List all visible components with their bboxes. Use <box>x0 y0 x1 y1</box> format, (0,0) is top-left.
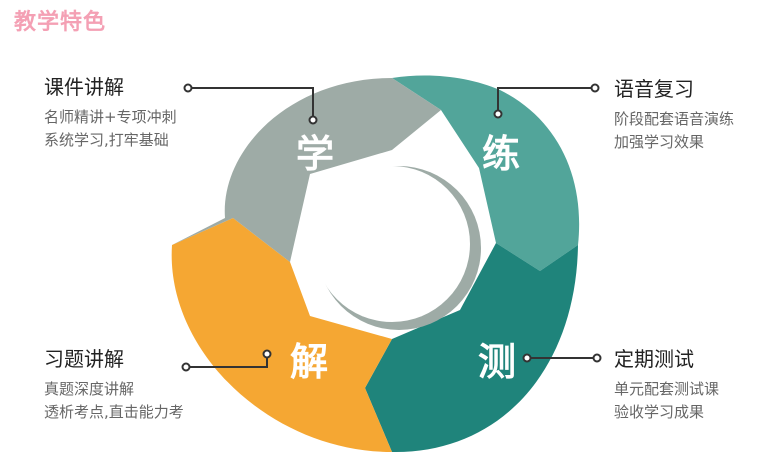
block-xiti: 习题讲解 真题深度讲解 透析考点,直击能力考 <box>44 346 184 424</box>
description-line: 验收学习成果 <box>614 403 705 421</box>
block-description: 真题深度讲解 透析考点,直击能力考 <box>44 378 184 424</box>
connector-yuyin <box>493 83 600 119</box>
description-line: 系统学习,打牢基础 <box>44 131 169 149</box>
block-yuyin: 语音复习 阶段配套语音演练 加强学习效果 <box>614 76 734 154</box>
block-heading: 习题讲解 <box>44 347 124 371</box>
description-line: 透析考点,直击能力考 <box>44 403 184 421</box>
segment-label-xue: 学 <box>295 132 334 176</box>
center-hole <box>314 166 470 322</box>
block-description: 名师精讲+专项冲刺 系统学习,打牢基础 <box>44 106 177 152</box>
block-heading: 定期测试 <box>614 347 694 371</box>
block-description: 单元配套测试课 验收学习成果 <box>614 378 719 424</box>
segment-ce <box>365 243 578 453</box>
connector-dingqi <box>522 353 602 363</box>
description-line: 名师精讲+专项冲刺 <box>44 108 177 126</box>
connector-kejian <box>183 83 318 125</box>
description-line: 阶段配套语音演练 <box>614 110 735 128</box>
description-line: 单元配套测试课 <box>614 380 720 398</box>
segment-label-ce: 测 <box>477 340 516 384</box>
block-dingqi: 定期测试 单元配套测试课 验收学习成果 <box>614 346 719 424</box>
description-line: 真题深度讲解 <box>44 380 135 398</box>
block-kejian: 课件讲解 名师精讲+专项冲刺 系统学习,打牢基础 <box>44 74 177 152</box>
page-title: 教学特色 <box>14 10 107 35</box>
segment-label-lian: 练 <box>481 132 520 176</box>
connector-xiti <box>181 349 272 372</box>
segment-label-jie: 解 <box>289 340 328 384</box>
segment-lian <box>392 75 580 271</box>
block-heading: 课件讲解 <box>44 75 124 99</box>
segment-xue <box>172 78 441 262</box>
segment-jie <box>171 218 392 452</box>
description-line: 加强学习效果 <box>614 133 705 151</box>
block-description: 阶段配套语音演练 加强学习效果 <box>614 108 734 154</box>
block-heading: 语音复习 <box>614 77 694 101</box>
